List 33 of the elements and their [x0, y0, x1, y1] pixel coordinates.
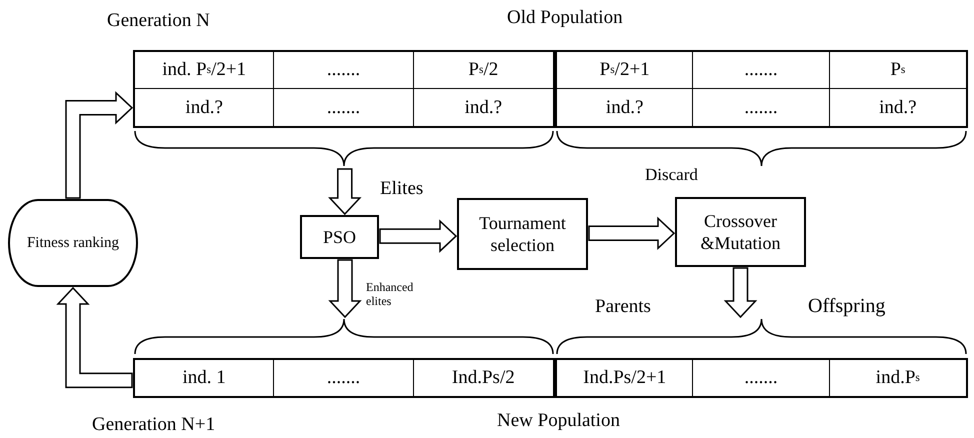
table-cell: ind.?	[557, 89, 694, 126]
generation-label: Generation N	[107, 10, 210, 32]
process-box: PSO	[300, 215, 379, 259]
block-arrow	[724, 267, 758, 318]
block-arrow	[56, 286, 133, 388]
block-arrow	[588, 216, 676, 250]
side-label: Discard	[645, 165, 698, 185]
table-cell: .......	[274, 52, 414, 89]
edge-label: Elites	[380, 178, 424, 201]
table-cell: .......	[693, 89, 830, 126]
population-title: Old Population	[507, 7, 623, 29]
generation-label: New Population	[497, 410, 620, 432]
table-cell-text: ind.?	[878, 96, 918, 120]
process-box: Tournament selection	[457, 198, 588, 270]
table-cell: .......	[274, 360, 414, 396]
table-cell-text: ind.?	[464, 96, 504, 120]
table-cell: .......	[274, 89, 414, 126]
terminal-box: Fitness ranking	[8, 199, 138, 287]
block-arrow	[65, 91, 134, 199]
process-box: Crossover &Mutation	[675, 197, 806, 267]
block-arrow	[328, 168, 362, 216]
table-cell: ind.?	[135, 89, 274, 126]
table-cell-text: Ind.Ps/2	[450, 366, 516, 390]
table-cell: ind. 1	[135, 360, 274, 396]
edge-label: Enhanced elites	[366, 280, 414, 309]
block-arrow	[379, 219, 458, 253]
table-cell: .......	[693, 360, 830, 396]
table-cell: Ind.Ps/2+1	[557, 360, 694, 396]
population-title: Generation N+1	[92, 414, 216, 436]
group-label: Parents	[595, 296, 651, 318]
edge-label: Offspring	[808, 294, 886, 318]
table-cell: .......	[693, 52, 830, 89]
block-arrow	[328, 259, 362, 318]
